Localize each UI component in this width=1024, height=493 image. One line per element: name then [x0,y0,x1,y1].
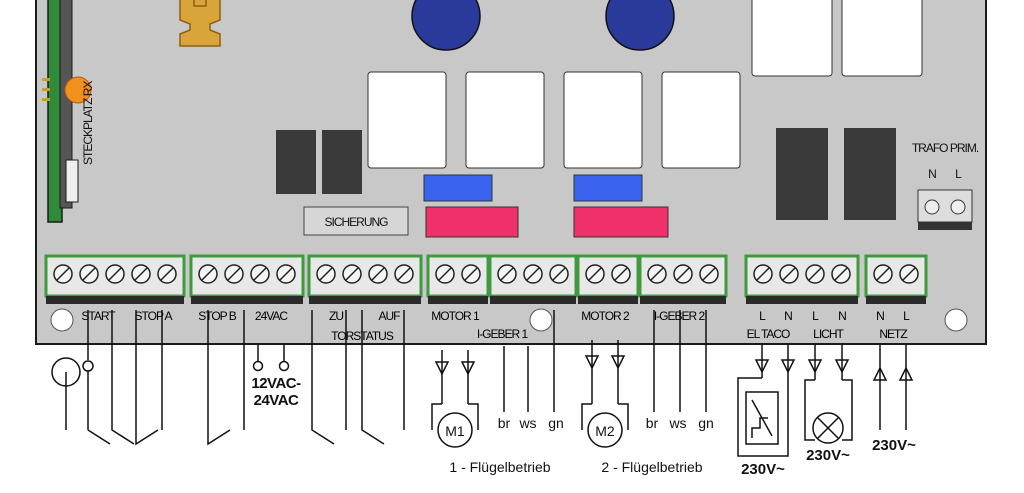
terminal-block-igeber1 [488,254,578,304]
geber2-ws: ws [668,415,686,431]
terminal-block-eltaco-licht [744,254,860,304]
geber1-ws: ws [518,415,536,431]
label-stop-a: STOP A [135,309,173,323]
geber2-br: br [646,415,659,431]
capacitor-left [411,0,481,51]
trafo-title: TRAFO PRIM. [912,141,979,155]
status-led [64,76,92,104]
label-torstatus: TORSTATUS [331,329,394,343]
terminal-block-netz [864,254,928,304]
licht-voltage: 230V~ [806,447,850,464]
terminal-block-igeber2 [638,254,728,304]
rx-slot-module: STECKPLATZ RX [42,0,95,223]
component-block-top-1 [751,0,833,77]
capacitor-right [605,0,675,51]
vac-label-line1: 12VAC- [251,375,301,392]
eltaco-lock-symbol [745,391,779,445]
relay-3 [563,71,643,169]
mode2-caption: 2 - Flügelbetrieb [601,459,702,475]
fuse-blue-2 [573,174,643,202]
vac-label-line2: 24VAC [254,392,299,409]
motor-m1-symbol [437,412,473,448]
relay-2 [465,71,545,169]
label-licht-l: L [812,309,819,323]
terminal-blocks [44,254,928,304]
label-licht: LICHT [813,327,844,341]
component-block-top-2 [841,0,923,77]
label-eltaco: EL TACO [747,327,790,341]
terminal-block-motor1 [426,254,490,304]
label-netz-n: N [876,309,884,323]
motor-m1-label: M1 [445,423,465,439]
fuse-red-1 [425,206,519,238]
label-netz: NETZ [879,327,907,341]
label-netz-l: L [903,309,910,323]
terminal-labels: START STOP A STOP B 24VAC ZU AUF TORSTAT… [81,309,911,343]
wiring-schematic [51,310,914,457]
dark-component-4 [844,128,896,220]
fuse-blue-1 [423,174,493,202]
mount-hole-3 [944,308,968,332]
wiring-labels: 12VAC- 24VAC M1 M2 br ws gn br ws gn 1 -… [251,375,916,478]
terminal-block-motor2 [576,254,640,304]
terminal-block-start-stopa [44,254,186,304]
relay-1 [367,71,447,169]
trafo-n-label: N [928,167,936,181]
trafo-terminal [917,189,973,230]
label-igeber1: I-GEBER 1 [477,327,529,341]
mount-hole-1 [50,308,74,332]
label-eltaco-l: L [759,309,766,323]
label-auf: AUF [379,309,401,323]
label-motor2: MOTOR 2 [581,309,630,323]
geber1-gn: gn [548,415,564,431]
mount-hole-2 [529,308,553,332]
sicherung-box [303,206,409,236]
trafo-l-label: L [955,167,962,181]
label-start: START [81,309,116,323]
netz-voltage: 230V~ [872,437,916,454]
terminal-block-torstatus [307,254,423,304]
fuse-red-2 [573,206,669,238]
geber2-gn: gn [698,415,714,431]
mode1-caption: 1 - Flügelbetrieb [449,459,550,475]
label-licht-n: N [838,309,846,323]
dark-component-2 [322,130,362,194]
dark-component-3 [776,128,828,220]
steckplatz-label: STECKPLATZ RX [81,81,95,165]
label-24vac: 24VAC [255,309,288,323]
motor-m2-label: M2 [595,423,615,439]
relay-4 [661,71,741,169]
fuse-holder-top [179,0,221,47]
geber1-br: br [498,415,511,431]
label-zu: ZU [329,309,343,323]
sicherung-label: SICHERUNG [324,215,388,229]
terminal-block-stopb-24vac [189,254,305,304]
label-motor1: MOTOR 1 [431,309,480,323]
label-eltaco-n: N [784,309,792,323]
lamp-symbol [812,412,844,444]
motor-m2-symbol [587,412,623,448]
label-stop-b: STOP B [198,309,237,323]
eltaco-voltage: 230V~ [741,461,785,478]
dark-component-1 [276,130,316,194]
